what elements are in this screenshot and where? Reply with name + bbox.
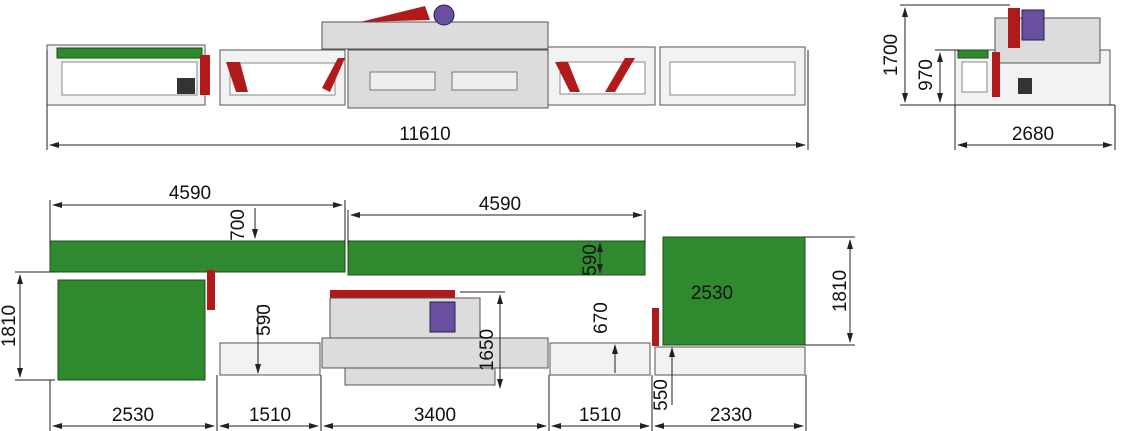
top-conveyor-left — [49, 240, 346, 273]
dim-label: 550 — [651, 379, 672, 411]
bottom-dimension-chain: 2530 1510 3400 1510 2330 — [49, 375, 807, 431]
roller-table-left — [219, 342, 321, 376]
dim-label: 970 — [916, 59, 937, 91]
outfeed-table — [659, 46, 806, 106]
dim-label: 2680 — [1012, 124, 1054, 145]
dim-label: 4590 — [169, 183, 211, 204]
dim-label: 2530 — [691, 283, 733, 304]
dim-label: 3400 — [414, 405, 456, 426]
outfeed-block — [662, 236, 806, 346]
transfer-table-right — [547, 46, 656, 106]
front-view: 11610 — [46, 4, 809, 150]
dim-label: 1700 — [881, 34, 902, 76]
dim-label: 11610 — [399, 124, 450, 145]
dim-label: 1650 — [477, 329, 498, 371]
dim-label: 2530 — [112, 405, 154, 426]
dim-label: 590 — [580, 244, 601, 276]
dimension-11610: 11610 — [46, 50, 809, 150]
machine-plan — [321, 290, 549, 386]
dim-label: 1510 — [579, 405, 621, 426]
roller-table-right — [549, 342, 651, 376]
outfeed-strip — [654, 346, 806, 376]
plan-view: 4590 700 4590 590 1810 590 1650 670 2530… — [0, 183, 855, 431]
dim-label: 1810 — [830, 270, 851, 312]
dim-label: 1510 — [249, 405, 291, 426]
dim-label: 700 — [228, 209, 249, 241]
dim-label: 590 — [254, 304, 275, 336]
transfer-table-left — [219, 49, 346, 106]
dim-label: 1810 — [0, 305, 20, 347]
side-view: 1700 970 2680 — [881, 4, 1116, 150]
top-conveyor-right — [347, 240, 646, 276]
dim-label: 670 — [591, 302, 612, 334]
main-machine — [321, 4, 549, 109]
dim-label: 4590 — [479, 194, 521, 215]
infeed-conveyor — [46, 44, 210, 106]
motor-icon — [177, 78, 195, 94]
dim-label: 2330 — [710, 405, 752, 426]
infeed-block — [57, 279, 206, 381]
